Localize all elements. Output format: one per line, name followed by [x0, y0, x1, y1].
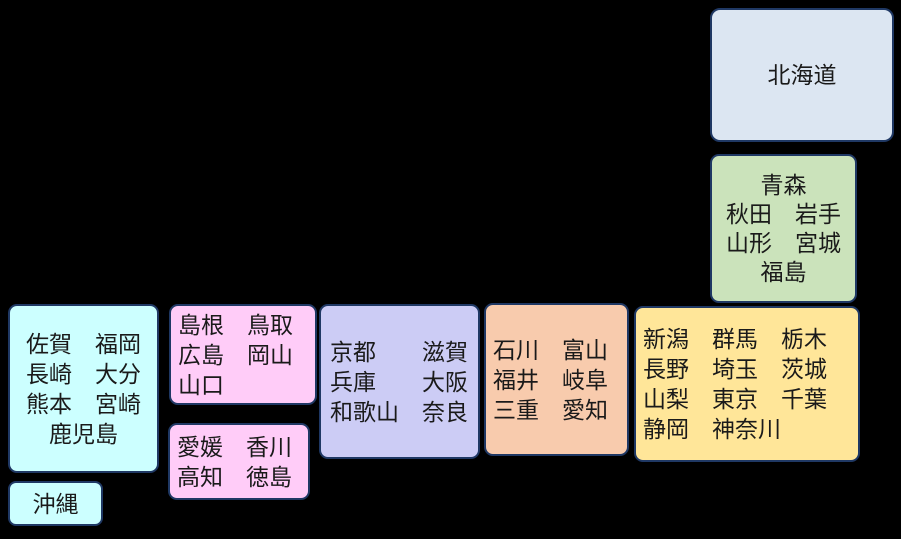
prefecture-line: 新潟 群馬 栃木: [643, 326, 827, 352]
prefecture-line: 京都 滋賀: [330, 338, 468, 365]
region-kanto-koshinetsu: 新潟 群馬 栃木 長野 埼玉 茨城 山梨 東京 千葉 静岡 神奈川: [634, 306, 860, 462]
prefecture-line: 兵庫 大阪: [330, 368, 468, 395]
prefecture-line: 広島 岡山: [178, 341, 293, 368]
prefecture-line: 長野 埼玉 茨城: [643, 356, 827, 382]
prefecture-line: 愛媛 香川: [177, 433, 292, 460]
prefecture-line: 高知 徳島: [177, 463, 292, 490]
prefecture-line: 三重 愛知: [493, 396, 608, 423]
region-hokkaido: 北海道: [710, 8, 894, 142]
region-shikoku: 愛媛 香川 高知 徳島: [168, 423, 310, 500]
prefecture-line: 熊本 宮崎: [26, 390, 141, 417]
region-chugoku: 島根 鳥取 広島 岡山 山口: [169, 304, 317, 405]
prefecture-line: 北海道: [767, 62, 837, 88]
prefecture-line: 石川 富山: [493, 336, 608, 363]
prefecture-line: 長崎 大分: [26, 360, 141, 387]
region-kyushu: 佐賀 福岡 長崎 大分 熊本 宮崎 鹿児島: [8, 304, 159, 473]
prefecture-line: 山形 宮城: [726, 229, 841, 256]
region-okinawa: 沖縄: [8, 481, 103, 526]
prefecture-line: 静岡 神奈川: [643, 416, 781, 442]
prefecture-line: 福井 岐阜: [493, 366, 608, 393]
prefecture-line: 和歌山 奈良: [330, 398, 468, 425]
region-tohoku: 青森 秋田 岩手 山形 宮城 福島: [710, 154, 857, 303]
region-kansai: 京都 滋賀 兵庫 大阪 和歌山 奈良: [319, 304, 480, 459]
prefecture-line: 鹿児島: [49, 420, 118, 447]
prefecture-line: 佐賀 福岡: [26, 330, 141, 357]
prefecture-line: 島根 鳥取: [178, 311, 293, 338]
prefecture-line: 沖縄: [32, 490, 79, 517]
region-chubu-hokuriku: 石川 富山 福井 岐阜 三重 愛知: [484, 303, 629, 456]
prefecture-line: 山口: [178, 371, 224, 398]
prefecture-line: 秋田 岩手: [726, 200, 841, 227]
prefecture-line: 山梨 東京 千葉: [643, 386, 827, 412]
prefecture-line: 福島: [760, 258, 807, 285]
prefecture-line: 青森: [760, 171, 807, 198]
